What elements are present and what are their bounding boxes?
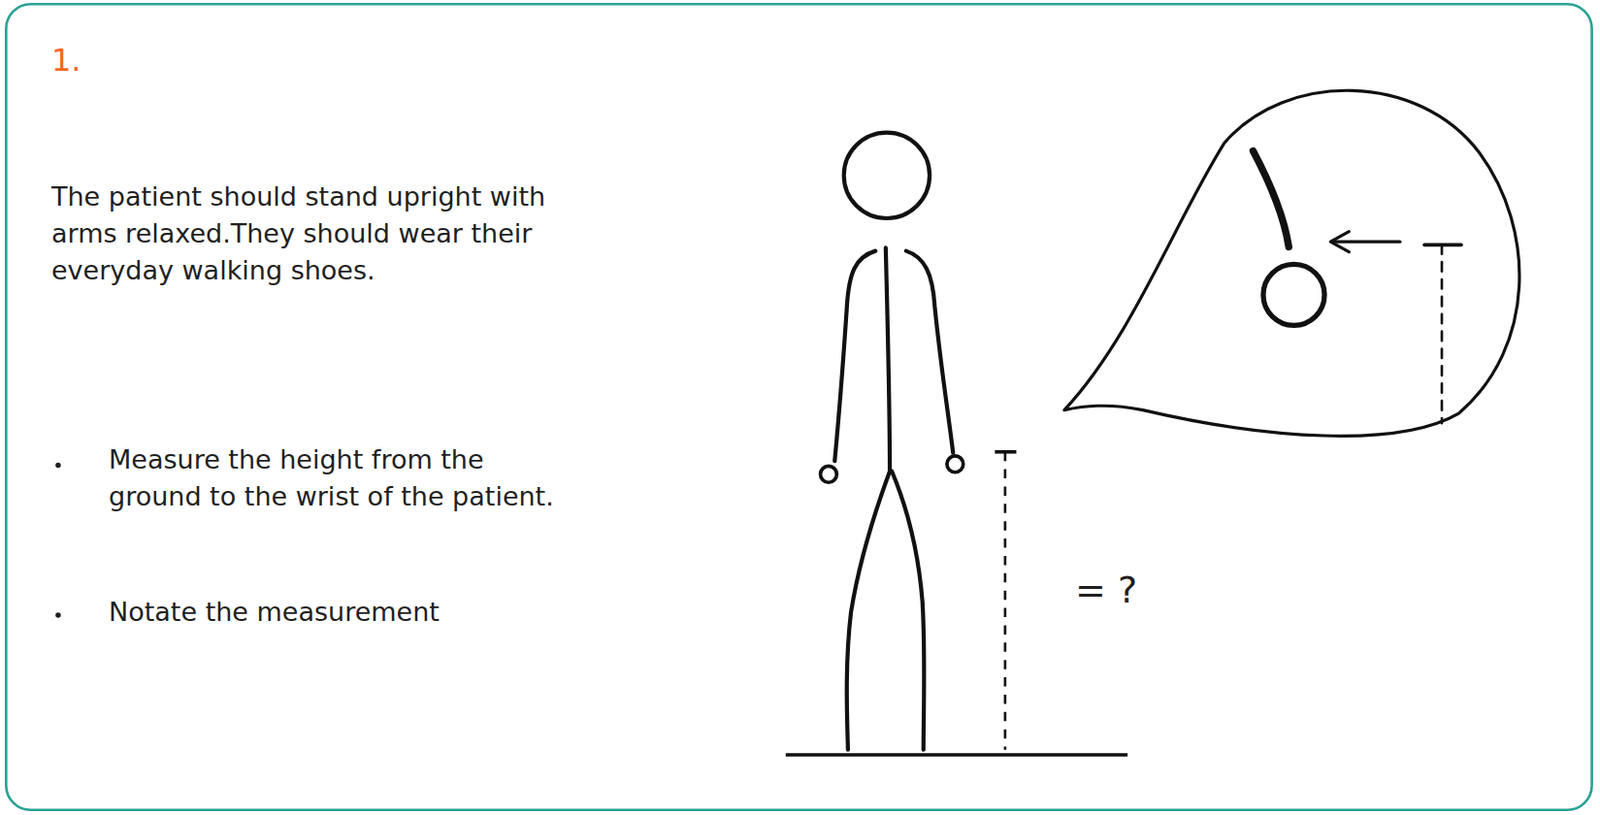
step-number: 1. (51, 40, 82, 80)
figure-arm (906, 251, 953, 454)
pointer-arrow (1332, 240, 1400, 244)
card-border (5, 3, 1592, 811)
ground-line (785, 752, 1128, 757)
bullet-text: Measure the height from the ground to th… (108, 441, 575, 516)
bullet-dot (55, 462, 61, 468)
figure-leg (891, 471, 924, 751)
figure-leg (847, 471, 890, 751)
height-dimension (994, 452, 1016, 751)
zoomed-arm (1252, 151, 1289, 248)
unknown-value: = ? (1075, 568, 1211, 612)
instruction-text: The patient should stand upright with ar… (51, 178, 566, 290)
figure-wrist (820, 465, 838, 483)
zoomed-wrist (1263, 263, 1325, 326)
stick-figure (820, 132, 964, 751)
figure-arm (834, 251, 876, 462)
zoom-bubble (1064, 90, 1520, 436)
bubble-outline (1064, 90, 1520, 436)
figure-torso (885, 247, 890, 471)
bullet-text: Notate the measurement (108, 593, 575, 631)
dimension-line (1004, 452, 1008, 751)
bullet-dot (55, 612, 61, 618)
figure-wrist (946, 456, 964, 473)
dimension-line (1440, 244, 1444, 424)
arrow-head (1330, 231, 1349, 253)
figure-head (844, 132, 930, 219)
